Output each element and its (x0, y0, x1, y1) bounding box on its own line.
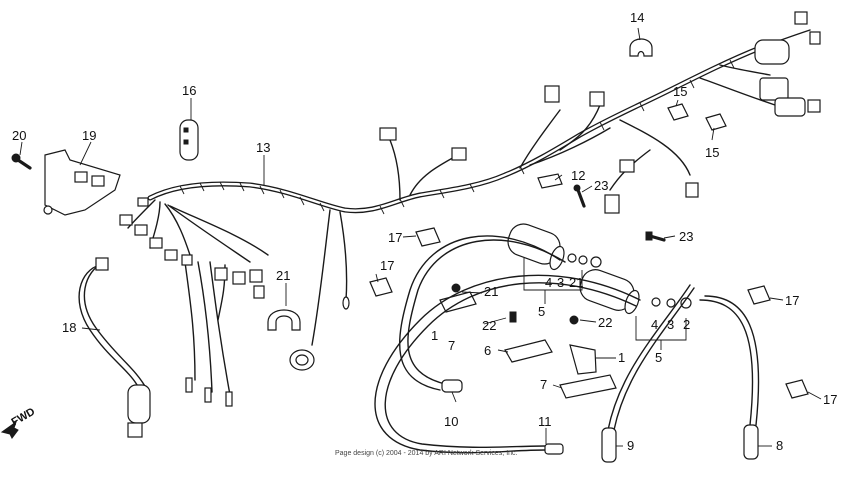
fwd-label: FWD (10, 406, 38, 429)
leader-lines (19, 27, 822, 447)
clip-17-a[interactable] (415, 227, 441, 247)
callout-12-clip: 12 (571, 168, 585, 183)
high-tension-lead-11[interactable] (374, 274, 641, 455)
callout-20-clip: 21 (276, 268, 290, 283)
bracket-6[interactable] (504, 339, 553, 363)
callout-3-upper: 3 (557, 275, 564, 290)
callout-15-clip-upper: 15 (673, 84, 687, 99)
bracket-7-lower[interactable] (559, 374, 617, 399)
bracket-1-upper[interactable] (439, 291, 477, 313)
callout-15-clip-lower: 15 (705, 145, 719, 160)
callout-7-upper: 7 (448, 338, 455, 353)
bolt-22-c[interactable] (569, 315, 579, 325)
clip-15-upper[interactable] (667, 103, 689, 121)
clip-12[interactable] (537, 173, 563, 189)
callout-23-bolt-upper: 23 (594, 178, 608, 193)
callout-23-bolt-lower: 23 (679, 229, 693, 244)
callout-17-clip-d: 17 (823, 392, 837, 407)
clip-15-lower[interactable] (705, 113, 727, 131)
left-connector-cluster[interactable] (119, 197, 265, 407)
callout-22-b: 22 (482, 318, 496, 333)
center-connectors[interactable] (379, 85, 699, 214)
high-tension-lead-9[interactable] (601, 284, 695, 463)
callout-18-lead: 18 (62, 320, 76, 335)
bracket[interactable] (43, 149, 121, 216)
main-wire-harness[interactable] (127, 29, 811, 396)
ignition-coil-lower[interactable] (576, 266, 642, 316)
ignition-coil-upper[interactable] (504, 220, 567, 271)
callout-5-upper: 5 (538, 304, 545, 319)
clip-14[interactable] (629, 38, 653, 57)
callout-3-lower: 3 (667, 317, 674, 332)
high-tension-lead-8[interactable] (699, 295, 760, 460)
coil-hardware-upper[interactable] (567, 253, 602, 268)
bolt-23-upper[interactable] (573, 184, 586, 208)
callout-21-upper: 21 (569, 275, 583, 290)
clip-17-b[interactable] (369, 277, 393, 297)
forward-direction-indicator: FWD (0, 406, 38, 439)
callout-13-harness: 13 (256, 140, 270, 155)
clip-17-c[interactable] (747, 285, 771, 305)
callout-14-clip: 14 (630, 10, 644, 25)
upper-right-components[interactable] (754, 11, 821, 117)
callout-1-upper: 1 (431, 328, 438, 343)
callout-4-lower: 4 (651, 317, 658, 332)
bolt-21[interactable] (11, 153, 32, 170)
callout-21-bolt: 20 (12, 128, 26, 143)
bracket-1-lower[interactable] (569, 344, 597, 375)
callout-6-bracket: 6 (484, 343, 491, 358)
callout-7-lower: 7 (540, 377, 547, 392)
callout-5-lower: 5 (655, 350, 662, 365)
callout-9-lead: 9 (627, 438, 634, 453)
clip-17-d[interactable] (785, 379, 809, 399)
high-tension-lead-10[interactable] (399, 235, 566, 393)
bolt-22-b[interactable] (509, 311, 517, 323)
callout-2-lower: 2 (683, 317, 690, 332)
round-connector[interactable] (289, 296, 350, 371)
callout-10-lead: 10 (444, 414, 458, 429)
footer-copyright: Page design (c) 2004 - 2014 by ARI Netwo… (335, 450, 518, 457)
clip-20[interactable] (267, 309, 301, 331)
clamp-16[interactable] (179, 119, 199, 161)
bolt-22-a[interactable] (451, 283, 461, 293)
callout-17-clip-b: 17 (380, 258, 394, 273)
bolt-23-lower[interactable] (645, 231, 666, 242)
callout-19-bracket: 19 (82, 128, 96, 143)
callout-1-lower: 1 (618, 350, 625, 365)
callout-17-clip-c: 17 (785, 293, 799, 308)
callout-11-lead: 11 (538, 414, 552, 429)
callout-16-clamp: 16 (182, 83, 196, 98)
callout-8-lead: 8 (776, 438, 783, 453)
callout-17-clip-a: 17 (388, 230, 402, 245)
lead-18[interactable] (78, 257, 151, 438)
callout-22-c: 22 (598, 315, 612, 330)
callout-labels: 20 19 16 13 21 18 17 17 12 14 15 15 23 2… (12, 10, 837, 453)
coil-hardware-lower[interactable] (651, 297, 692, 309)
callout-4-upper: 4 (545, 275, 552, 290)
callout-22-a: 21 (484, 284, 498, 299)
